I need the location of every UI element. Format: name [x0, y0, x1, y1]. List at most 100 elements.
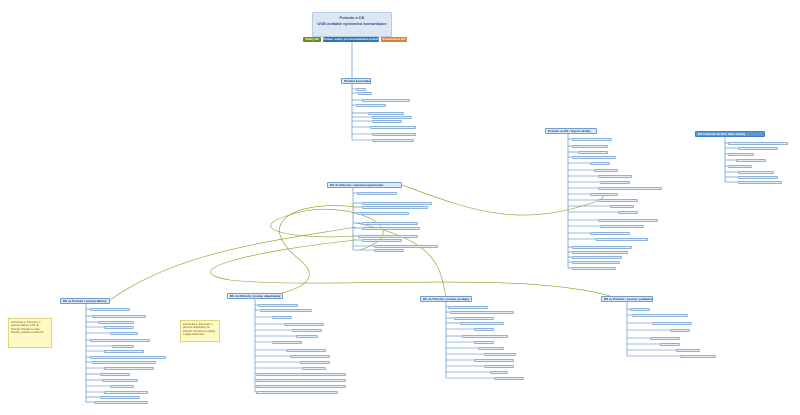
leaf-item[interactable] — [738, 175, 778, 179]
leaf-item[interactable] — [484, 352, 516, 356]
leaf-item[interactable] — [474, 358, 514, 362]
leaf-item[interactable] — [474, 327, 494, 331]
leaf-item[interactable] — [362, 205, 428, 209]
leaf-item[interactable] — [300, 360, 330, 364]
leaf-item[interactable] — [484, 364, 514, 368]
leaf-item[interactable] — [256, 390, 338, 394]
leaf-item[interactable] — [296, 334, 318, 338]
leaf-item[interactable] — [372, 119, 402, 123]
leaf-item[interactable] — [260, 308, 312, 312]
leaf-item[interactable] — [598, 198, 638, 202]
leaf-item[interactable] — [572, 250, 628, 254]
leaf-item[interactable] — [102, 378, 138, 382]
leaf-item[interactable] — [590, 231, 630, 235]
leaf-item[interactable] — [728, 141, 788, 145]
leaf-item[interactable] — [356, 87, 366, 91]
leaf-item[interactable] — [462, 334, 508, 338]
leaf-item[interactable] — [590, 192, 618, 196]
leaf-item[interactable] — [596, 237, 648, 241]
leaf-item[interactable] — [256, 378, 346, 382]
leaf-item[interactable] — [110, 384, 134, 388]
leaf-item[interactable] — [362, 238, 402, 242]
leaf-item[interactable] — [356, 103, 386, 107]
leaf-item[interactable] — [358, 91, 372, 95]
tab-pomocne-vazby[interactable]: Pomoc. vazby pro komunikační protokol — [323, 37, 379, 42]
leaf-item[interactable] — [478, 346, 504, 350]
leaf-item[interactable] — [290, 354, 330, 358]
leaf-item[interactable] — [92, 314, 146, 318]
leaf-item[interactable] — [286, 348, 326, 352]
leaf-item[interactable] — [258, 303, 298, 307]
leaf-item[interactable] — [112, 344, 134, 348]
leaf-item[interactable] — [660, 342, 680, 346]
leaf-item[interactable] — [618, 210, 638, 214]
leaf-item[interactable] — [90, 355, 166, 359]
node-hub[interactable]: DS do Pohodo / samotné exportování — [327, 182, 402, 188]
leaf-item[interactable] — [357, 191, 397, 195]
leaf-item[interactable] — [104, 390, 148, 394]
leaf-item[interactable] — [454, 316, 494, 320]
leaf-item[interactable] — [368, 111, 404, 115]
leaf-item[interactable] — [362, 98, 410, 102]
leaf-item[interactable] — [738, 180, 782, 184]
leaf-item[interactable] — [572, 245, 632, 249]
leaf-item[interactable] — [572, 266, 616, 270]
leaf-item[interactable] — [272, 315, 292, 319]
leaf-item[interactable] — [460, 321, 504, 325]
leaf-item[interactable] — [572, 155, 616, 159]
leaf-item[interactable] — [572, 137, 612, 141]
leaf-item[interactable] — [738, 170, 774, 174]
leaf-item[interactable] — [448, 305, 488, 309]
leaf-item[interactable] — [104, 349, 144, 353]
leaf-item[interactable] — [450, 310, 514, 314]
leaf-item[interactable] — [728, 164, 752, 168]
node-prodejky[interactable]: DS do Pohodo / postup prodejky — [420, 296, 472, 302]
leaf-item[interactable] — [100, 372, 130, 376]
leaf-item[interactable] — [104, 325, 134, 329]
leaf-item[interactable] — [494, 376, 524, 380]
leaf-item[interactable] — [104, 366, 154, 370]
leaf-item[interactable] — [98, 320, 134, 324]
leaf-item[interactable] — [358, 234, 418, 238]
leaf-item[interactable] — [100, 395, 140, 399]
leaf-item[interactable] — [594, 168, 618, 172]
leaf-item[interactable] — [572, 144, 608, 148]
tab-komunikace[interactable]: Komunikace DS — [381, 37, 407, 42]
leaf-item[interactable] — [578, 150, 608, 154]
leaf-item[interactable] — [357, 211, 409, 215]
leaf-item[interactable] — [92, 360, 156, 364]
leaf-item[interactable] — [256, 372, 346, 376]
leaf-item[interactable] — [372, 115, 412, 119]
tab-vazby[interactable]: Vazby DS — [303, 37, 321, 42]
node-right-dalsi[interactable]: DS / Pohodo do DS / další zásilky — [695, 131, 765, 137]
leaf-item[interactable] — [650, 336, 680, 340]
leaf-item[interactable] — [94, 400, 148, 404]
leaf-item[interactable] — [598, 186, 662, 190]
leaf-item[interactable] — [374, 244, 438, 248]
leaf-item[interactable] — [362, 226, 420, 230]
leaf-item[interactable] — [372, 132, 416, 136]
node-pokladna[interactable]: DS se Pohodo / postup / pokladna — [601, 296, 653, 302]
leaf-item[interactable] — [736, 158, 766, 162]
leaf-item[interactable] — [302, 366, 326, 370]
leaf-item[interactable] — [598, 218, 658, 222]
leaf-item[interactable] — [474, 340, 494, 344]
leaf-item[interactable] — [600, 180, 630, 184]
leaf-item[interactable] — [590, 161, 610, 165]
leaf-item[interactable] — [632, 313, 688, 317]
leaf-item[interactable] — [670, 328, 690, 332]
node-prehled[interactable]: Přehled komunikace — [341, 78, 371, 84]
leaf-item[interactable] — [370, 125, 416, 129]
leaf-item[interactable] — [284, 322, 324, 326]
leaf-item[interactable] — [728, 152, 754, 156]
leaf-item[interactable] — [256, 384, 346, 388]
node-faktury[interactable]: DS se Pohodo / postup faktury — [60, 298, 110, 304]
leaf-item[interactable] — [490, 370, 508, 374]
leaf-item[interactable] — [372, 138, 414, 142]
node-objednavky[interactable]: DS do Pohodo / postup objednávky — [227, 293, 283, 299]
leaf-item[interactable] — [292, 328, 322, 332]
leaf-item[interactable] — [572, 260, 620, 264]
node-right-import[interactable]: Pohodo se DS / import zásilky — [545, 128, 597, 134]
leaf-item[interactable] — [652, 321, 692, 325]
leaf-item[interactable] — [676, 348, 700, 352]
